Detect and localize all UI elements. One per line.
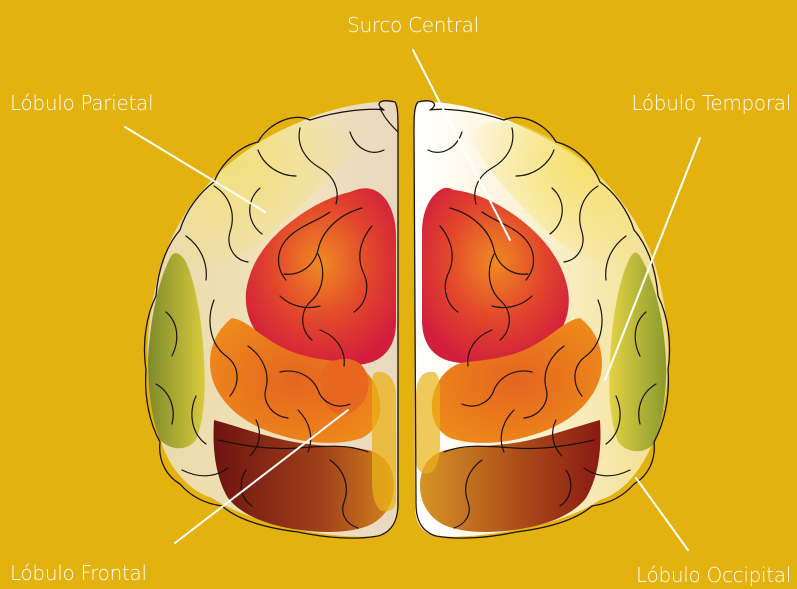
central-sulcus-label: Surco Central xyxy=(347,13,479,37)
right-gold-stripe xyxy=(416,372,440,474)
right-hemisphere xyxy=(414,101,670,538)
parietal-lobe-label: Lóbulo Parietal xyxy=(10,91,153,115)
temporal-lobe-label: Lóbulo Temporal xyxy=(631,91,791,115)
frontal-lobe-label: Lóbulo Frontal xyxy=(10,561,147,585)
occipital-lobe-label: Lóbulo Occipital xyxy=(636,563,791,587)
occipital-leader xyxy=(636,478,688,550)
left-hemisphere xyxy=(144,101,398,538)
left-gold-stripe xyxy=(372,372,396,512)
labels: Surco Central Lóbulo Parietal Lóbulo Tem… xyxy=(10,13,791,587)
